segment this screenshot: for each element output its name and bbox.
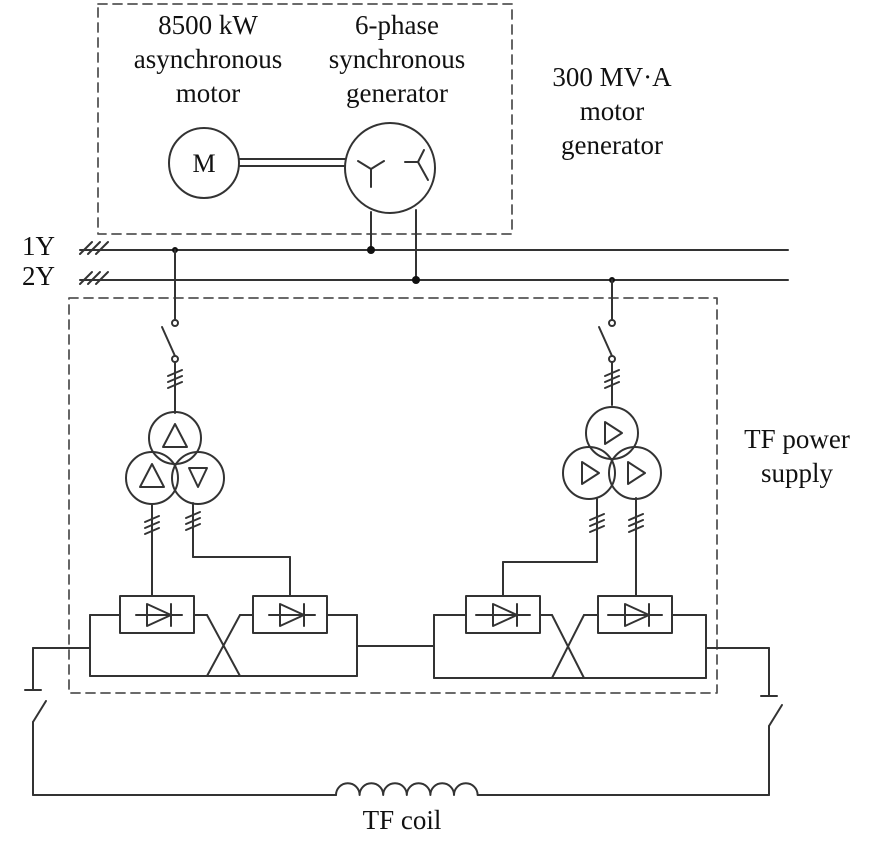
right-output-switch	[705, 647, 783, 796]
motor-label: 8500 kW asynchronous motor	[108, 8, 308, 110]
mg-set-label-line2: motor	[579, 96, 645, 126]
right-transformer	[502, 406, 662, 597]
bus-2y	[79, 271, 789, 285]
motor-label-line3: motor	[175, 78, 241, 108]
bus-1y-label: 1Y	[22, 231, 55, 261]
mg-set-label-line1: 300 MV·A	[552, 62, 672, 92]
motor-label-line2: asynchronous	[133, 44, 283, 74]
right-converter-group	[433, 595, 707, 679]
mg-set-label-line3: generator	[561, 130, 663, 160]
svg-text:M: M	[192, 149, 215, 178]
bus-1y	[79, 241, 789, 255]
mg-set-label: 300 MV·A motor generator	[527, 60, 697, 162]
tf-coil-symbol	[335, 782, 479, 796]
tf-coil-circuit	[32, 782, 770, 796]
left-converter-group	[89, 595, 358, 677]
bus-2y-label: 2Y	[22, 261, 55, 291]
left-breaker	[161, 249, 183, 414]
junction-dot-gen-2y	[412, 276, 420, 284]
tf-power-supply-enclosure	[68, 297, 718, 694]
tf-coil-label: TF coil	[362, 805, 442, 835]
motor-symbol: M	[168, 127, 240, 199]
tf-power-supply-label-line1: TF power	[744, 424, 850, 454]
generator-label: 6-phase synchronous generator	[302, 8, 492, 110]
right-breaker	[598, 279, 620, 406]
tf-power-supply-label: TF power supply	[722, 422, 872, 490]
left-output-switch	[24, 647, 91, 796]
generator-symbol	[344, 122, 436, 281]
tf-power-supply-label-line2: supply	[760, 458, 833, 488]
motor-label-line1: 8500 kW	[158, 10, 258, 40]
generator-label-line3: generator	[346, 78, 448, 108]
motor-generator-enclosure	[97, 3, 513, 235]
left-transformer	[125, 411, 291, 597]
generator-label-line1: 6-phase	[355, 10, 439, 40]
junction-dot-gen-1y	[367, 246, 375, 254]
generator-label-line2: synchronous	[328, 44, 466, 74]
shaft-coupling	[238, 158, 346, 167]
